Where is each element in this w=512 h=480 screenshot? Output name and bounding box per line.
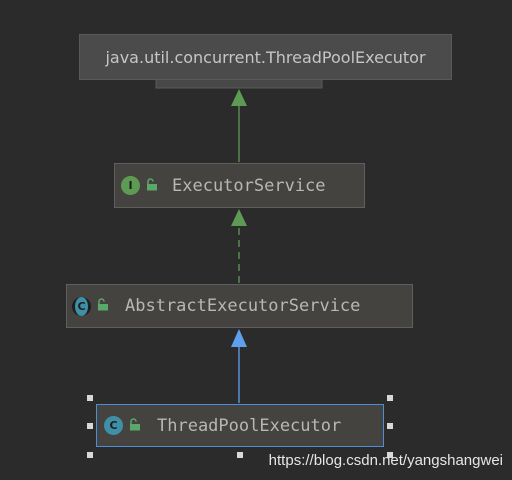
arrowhead-top — [231, 89, 247, 106]
lock-open-icon — [97, 296, 109, 316]
resize-handle-top-left[interactable] — [87, 395, 93, 401]
arrowhead-abstract — [231, 329, 247, 347]
class-icon: C — [104, 416, 123, 435]
arrowhead-executorservice — [231, 209, 247, 226]
node-label: ThreadPoolExecutor — [157, 415, 342, 436]
node-abstractexecutorservice[interactable]: C AbstractExecutorService — [66, 284, 413, 328]
node-threadpoolexecutor[interactable]: C ThreadPoolExecutor — [96, 404, 384, 447]
resize-handle-middle-left[interactable] — [87, 423, 93, 429]
lock-open-icon — [129, 416, 141, 436]
resize-handle-top-right[interactable] — [387, 395, 393, 401]
resize-handle-bottom-left[interactable] — [87, 452, 93, 458]
node-label: AbstractExecutorService — [125, 296, 361, 316]
lock-open-icon — [146, 176, 158, 196]
resize-handle-bottom-right[interactable] — [387, 452, 393, 458]
node-threadpoolexecutor-top[interactable]: java.util.concurrent.ThreadPoolExecutor — [79, 34, 452, 80]
abstract-class-icon: C — [72, 296, 91, 316]
resize-handle-middle-right[interactable] — [387, 423, 393, 429]
node-executorservice[interactable]: I ExecutorService — [114, 163, 365, 208]
resize-handle-bottom-center[interactable] — [237, 452, 243, 458]
node-label: ExecutorService — [172, 175, 326, 196]
interface-icon: I — [121, 176, 140, 195]
watermark: https://blog.csdn.net/yangshangwei — [268, 452, 503, 469]
node-label: java.util.concurrent.ThreadPoolExecutor — [105, 47, 426, 67]
